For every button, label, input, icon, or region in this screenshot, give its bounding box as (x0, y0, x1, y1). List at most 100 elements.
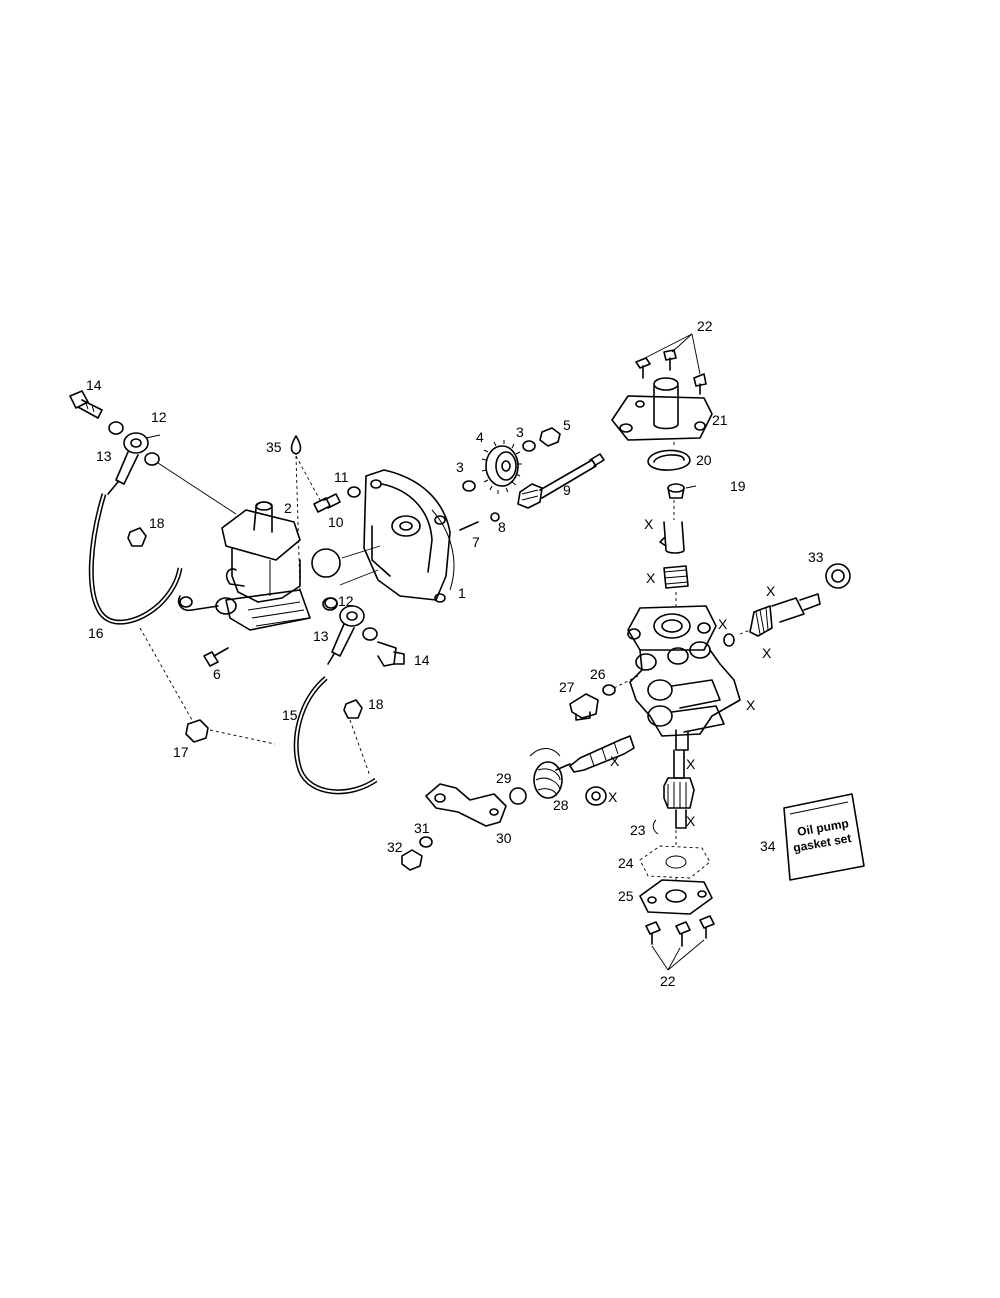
nut-17 (185, 719, 209, 743)
control-spool (555, 735, 635, 773)
spring-cap-x2 (663, 565, 689, 589)
oil-hose-15 (293, 676, 378, 795)
x-mark-10: X (686, 813, 696, 829)
label-16: 16 (88, 625, 104, 641)
label-22-top: 22 (697, 318, 713, 334)
label-18-top: 18 (149, 515, 165, 531)
pump-housing-right (627, 605, 741, 751)
label-1: 1 (458, 585, 466, 601)
valve-part-x1 (659, 521, 685, 554)
label-32: 32 (387, 839, 403, 855)
x-mark-8: X (686, 756, 696, 772)
washer-3-left (462, 480, 476, 492)
label-2: 2 (284, 500, 292, 516)
screw-22-top-b (663, 349, 677, 371)
gear-4 (481, 440, 522, 494)
control-lever-30 (425, 783, 507, 827)
label-9: 9 (563, 482, 571, 498)
label-7: 7 (472, 534, 480, 550)
pump-cover-1 (363, 469, 455, 603)
washer-26 (602, 684, 616, 696)
x-mark-3: X (766, 583, 776, 599)
label-35: 35 (266, 439, 282, 455)
x-mark-7: X (610, 753, 620, 769)
label-31: 31 (414, 820, 430, 836)
washer-12-mid (324, 597, 338, 609)
label-14-top: 14 (86, 377, 102, 393)
screw-22-bottom-c (699, 915, 715, 939)
pin-23 (652, 819, 659, 835)
banjo-fitting-13-top (107, 432, 149, 495)
label-13-bottom: 13 (313, 628, 329, 644)
label-21: 21 (712, 412, 728, 428)
washer-29 (509, 787, 527, 805)
screw-22-top-a (635, 357, 651, 379)
sealant-drop-35 (290, 435, 302, 455)
banjo-fitting-13-bottom (327, 605, 365, 665)
x-mark-5: X (762, 645, 772, 661)
washer-x3 (723, 633, 735, 647)
label-12-bottom: 12 (338, 593, 354, 609)
screw-6 (203, 647, 229, 667)
label-3-right: 3 (516, 424, 524, 440)
label-3-left: 3 (456, 459, 464, 475)
label-22-bottom: 22 (660, 973, 676, 989)
hose-clip-18-top (127, 527, 147, 547)
label-18-bottom: 18 (368, 696, 384, 712)
label-25: 25 (618, 888, 634, 904)
screw-22-top-c (693, 373, 707, 395)
seal-x5 (585, 786, 607, 806)
oil-pump-body-2 (177, 501, 311, 631)
spring-28 (529, 748, 563, 799)
screw-22-bottom-a (645, 921, 661, 945)
x-mark-9: X (608, 789, 618, 805)
washer-8 (490, 512, 500, 522)
label-23: 23 (630, 822, 646, 838)
spring-plunger-x4 (749, 593, 821, 637)
washer-12-top-b (144, 452, 160, 466)
label-34: 34 (760, 838, 776, 854)
label-26: 26 (590, 666, 606, 682)
label-5: 5 (563, 417, 571, 433)
x-mark-4: X (718, 616, 728, 632)
gasket-24 (639, 845, 711, 879)
top-cover-21 (611, 377, 713, 441)
label-29: 29 (496, 770, 512, 786)
label-15: 15 (282, 707, 298, 723)
x-mark-2: X (646, 570, 656, 586)
washer-12-top-a (108, 421, 124, 435)
bolt-10 (313, 493, 341, 513)
label-20: 20 (696, 452, 712, 468)
banjo-bolt-top (69, 390, 103, 419)
label-13-top: 13 (96, 448, 112, 464)
washer-31 (419, 836, 433, 848)
label-24: 24 (618, 855, 634, 871)
screw-22-bottom-b (675, 921, 691, 947)
label-11: 11 (334, 469, 349, 485)
label-10: 10 (328, 514, 344, 530)
x-mark-1: X (644, 516, 654, 532)
label-19: 19 (730, 478, 746, 494)
washer-12-bottom-b (362, 627, 378, 641)
washer-11 (347, 486, 361, 498)
pin-7 (459, 521, 479, 531)
washer-3-right (522, 440, 536, 452)
label-33: 33 (808, 549, 824, 565)
label-6: 6 (213, 666, 221, 682)
gasket-20 (647, 449, 691, 471)
label-4: 4 (476, 429, 484, 445)
label-17: 17 (173, 744, 189, 760)
label-30: 30 (496, 830, 512, 846)
o-ring-large (311, 548, 341, 578)
drive-shaft-9 (517, 453, 605, 509)
seal-33 (825, 563, 851, 589)
nut-5 (539, 427, 561, 447)
label-28: 28 (553, 797, 569, 813)
hose-clip-18-bottom (343, 699, 363, 719)
x-mark-6: X (746, 697, 756, 713)
label-27: 27 (559, 679, 575, 695)
plug-27 (569, 693, 599, 721)
gasket-set-card-34: Oil pump gasket set (783, 793, 865, 881)
plug-19 (667, 483, 685, 499)
